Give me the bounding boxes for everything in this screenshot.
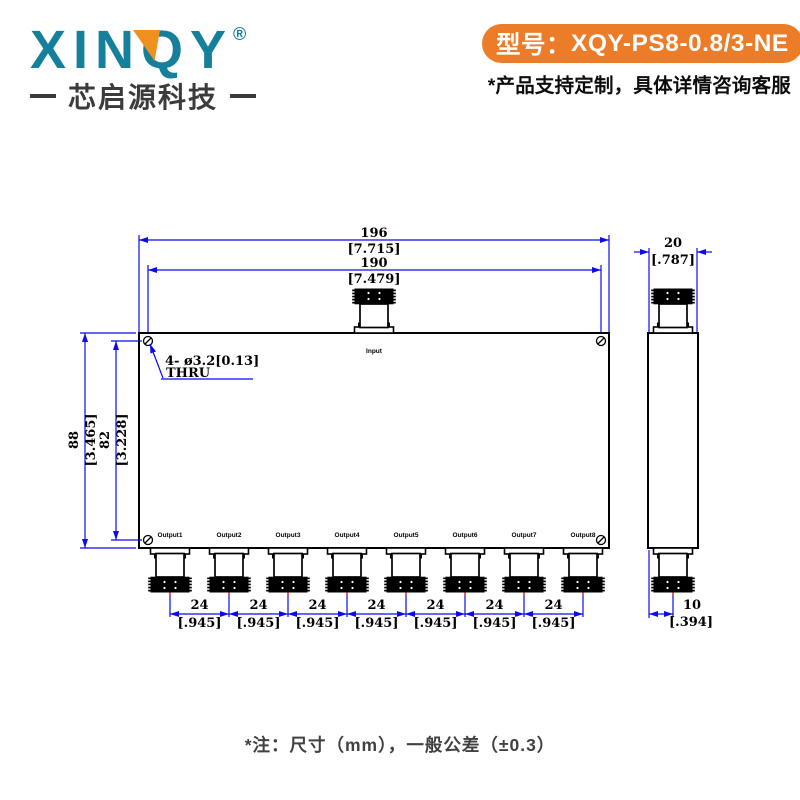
hole-note-line2: THRU (166, 366, 211, 381)
output-label-8: Output8 (571, 532, 596, 539)
input-connector (352, 287, 396, 335)
pitch-inch-3: [.945] (296, 616, 340, 631)
dim-88-inch: [3.465] (84, 413, 99, 466)
pitch-inch-6: [.945] (473, 616, 517, 631)
front-view: Input Output1 Output2 Output3 Output4 Ou… (67, 226, 610, 631)
model-badge: 型号：XQY-PS8-0.8/3-NE (482, 24, 800, 63)
brand-logo: XINQY® (30, 22, 280, 79)
side-output-connector (651, 546, 695, 594)
dim-overall-width-196: 196 [7.715] (138, 226, 610, 332)
dim-hole-span-82: 82 [3.228] (98, 340, 142, 541)
side-body-outline (647, 332, 699, 549)
mounting-holes (142, 335, 607, 546)
hole-note-line1: 4- ø3.2[0.13] (165, 354, 259, 369)
pitch-mm-6: 24 (485, 598, 503, 613)
output-label-4: Output4 (335, 532, 360, 539)
dim-20-mm: 20 (664, 236, 682, 251)
dim-output-pitch-24: 24 [.945] 24 [.945] 24 [.945] 24 [.945] … (170, 598, 583, 631)
customization-note: *产品支持定制，具体详情咨询客服 (487, 75, 791, 97)
side-input-connector (651, 287, 695, 335)
output-label-7: Output7 (512, 532, 537, 539)
output-label-1: Output1 (158, 532, 183, 539)
dim-20-inch: [.787] (651, 253, 695, 268)
pitch-inch-7: [.945] (532, 616, 576, 631)
dim-hole-span-190: 190 [7.479] (147, 256, 602, 332)
pitch-inch-1: [.945] (178, 616, 222, 631)
pitch-inch-2: [.945] (237, 616, 281, 631)
output-connector-2 (207, 546, 251, 594)
output-connector-5 (384, 546, 428, 594)
hole-callout: 4- ø3.2[0.13] THRU (149, 343, 259, 381)
output-port-labels: Output1 Output2 Output3 Output4 Output5 … (158, 532, 596, 539)
tagline-dash-right (229, 94, 256, 98)
pitch-mm-2: 24 (249, 598, 267, 613)
pitch-inch-5: [.945] (414, 616, 458, 631)
dim-82-inch: [3.228] (115, 413, 130, 466)
side-view: 20 [.787] 10 [.394] (634, 236, 713, 630)
model-label: 型号： (496, 32, 571, 59)
pitch-mm-1: 24 (190, 598, 208, 613)
output-connector-4 (325, 546, 369, 594)
front-body-outline (138, 332, 610, 549)
pitch-mm-4: 24 (367, 598, 385, 613)
pitch-mm-5: 24 (426, 598, 444, 613)
pitch-inch-4: [.945] (355, 616, 399, 631)
output-label-3: Output3 (276, 532, 301, 539)
output-label-5: Output5 (394, 532, 419, 539)
output-connector-8 (561, 546, 605, 594)
registered-trademark-icon: ® (233, 24, 247, 44)
dim-196-inch: [7.715] (347, 242, 400, 257)
tagline-dash-left (30, 94, 56, 98)
logo-wordmark: XINQY® (30, 22, 280, 79)
dim-82-mm: 82 (98, 431, 113, 449)
output-label-6: Output6 (453, 532, 478, 539)
model-value: XQY-PS8-0.8/3-NE (571, 29, 789, 57)
tagline-text: 芯启源科技 (67, 82, 218, 113)
pitch-mm-3: 24 (308, 598, 326, 613)
output-connectors (148, 546, 605, 594)
dim-10-mm: 10 (683, 598, 701, 613)
dim-depth-20: 20 [.787] (634, 236, 712, 332)
dim-10-inch: [.394] (669, 615, 713, 630)
output-connector-7 (502, 546, 546, 594)
dim-190-inch: [7.479] (347, 272, 400, 287)
output-connector-1 (148, 546, 192, 594)
output-connector-3 (266, 546, 310, 594)
pitch-mm-7: 24 (544, 598, 562, 613)
output-label-2: Output2 (217, 532, 242, 539)
brand-tagline: 芯启源科技 (30, 76, 256, 116)
dim-connector-offset-10: 10 [.394] (648, 550, 713, 630)
dim-88-mm: 88 (67, 431, 82, 449)
dim-190-mm: 190 (360, 256, 387, 271)
dim-196-mm: 196 (360, 226, 387, 241)
output-connector-6 (443, 546, 487, 594)
logo-text: XINQY (30, 20, 234, 80)
dim-overall-height-88: 88 [3.465] (67, 332, 136, 549)
tolerance-note: *注：尺寸（mm），一般公差（±0.3） (244, 735, 556, 755)
input-port-label: Input (366, 348, 383, 355)
